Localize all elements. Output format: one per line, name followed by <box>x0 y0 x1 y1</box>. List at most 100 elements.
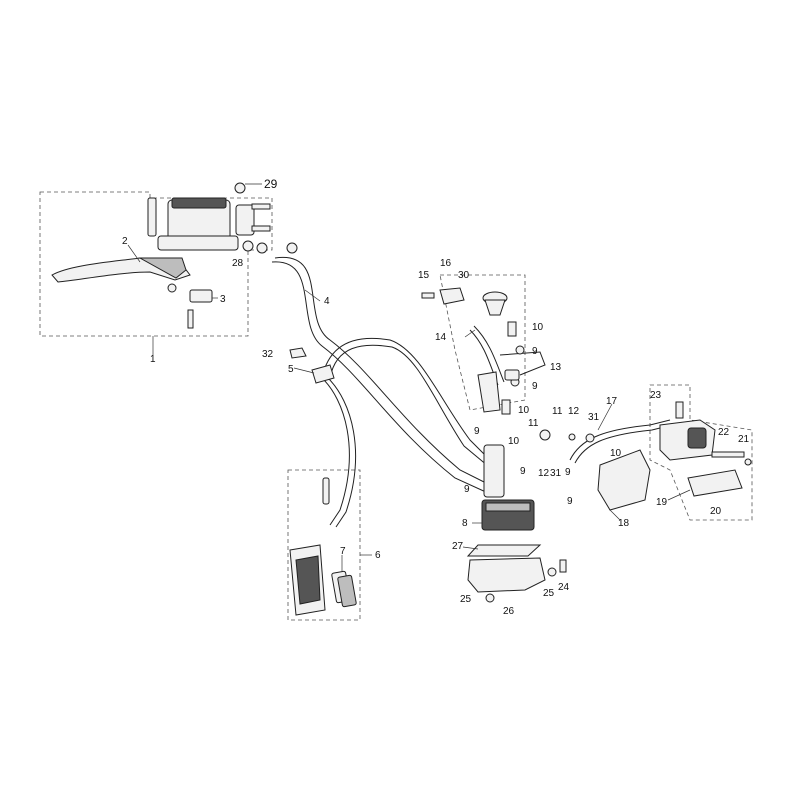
label-13: 13 <box>550 362 562 373</box>
rear-caliper-piston <box>687 427 707 449</box>
rear-reservoir-group-outline <box>439 274 526 411</box>
lever-pivot <box>138 257 187 279</box>
leader-lines <box>127 183 691 572</box>
label-31a: 31 <box>588 412 600 423</box>
label-1: 1 <box>150 354 156 365</box>
front-caliper-group-outline <box>287 469 361 621</box>
label-28: 28 <box>232 258 244 269</box>
label-27: 27 <box>452 541 464 552</box>
label-3: 3 <box>220 294 226 305</box>
label-24: 24 <box>558 582 570 593</box>
banjo-bolt-28 <box>286 242 298 254</box>
bolt-24 <box>559 559 567 573</box>
label-10a: 10 <box>532 322 544 333</box>
label-21: 21 <box>738 434 750 445</box>
gasket-27 <box>466 544 542 557</box>
label-12b: 12 <box>538 468 550 479</box>
pin-22 <box>711 451 745 458</box>
washer-12 <box>568 433 576 441</box>
nut-25-b <box>547 567 557 577</box>
rear-caliper-group-outline <box>649 384 753 521</box>
rear-hose-17 <box>569 419 671 461</box>
label-11b: 11 <box>528 418 539 429</box>
bolt-15 <box>421 292 435 299</box>
front-hose-upper-b <box>271 261 489 494</box>
label-7: 7 <box>340 546 346 557</box>
group-outlines <box>39 191 753 621</box>
bolt-11 <box>539 429 551 441</box>
clamp-block <box>235 204 255 236</box>
brake-pad-20 <box>687 469 743 497</box>
screw-lever <box>187 309 194 329</box>
reservoir-hose-b <box>473 325 505 383</box>
clip-32 <box>289 347 307 359</box>
label-8: 8 <box>462 518 468 529</box>
bracket-26 <box>467 557 546 593</box>
label-17: 17 <box>606 396 618 407</box>
label-30: 30 <box>458 270 470 281</box>
label-26: 26 <box>503 606 515 617</box>
label-2: 2 <box>122 236 128 247</box>
bracket-16 <box>439 287 465 305</box>
front-hose-lower-b <box>329 344 489 467</box>
label-9c: 9 <box>474 426 480 437</box>
clip-21 <box>744 458 752 466</box>
label-25a: 25 <box>460 594 472 605</box>
master-cylinder-cap <box>171 197 227 209</box>
label-15: 15 <box>418 270 430 281</box>
label-10c: 10 <box>508 436 520 447</box>
master-cylinder-group-outline <box>39 191 273 337</box>
label-11a: 11 <box>552 406 563 417</box>
nut-25-a <box>485 593 495 603</box>
clamp-bolt-top <box>251 203 271 210</box>
banjo-5 <box>311 364 335 384</box>
label-31b: 31 <box>550 468 562 479</box>
label-10b: 10 <box>518 405 530 416</box>
label-9b: 9 <box>532 381 538 392</box>
nut-lever <box>167 283 177 293</box>
cap-bolt <box>234 182 246 194</box>
front-caliper-assembly <box>289 347 357 616</box>
rear-hose-17-b <box>574 424 673 464</box>
part-number-labels: 1 2 3 4 5 6 7 8 9 9 9 9 9 9 9 10 10 10 1… <box>122 177 750 617</box>
label-23: 23 <box>650 390 662 401</box>
label-9g: 9 <box>567 496 573 507</box>
abs-fittings <box>483 444 505 498</box>
washer-28-b <box>256 242 268 254</box>
rear-reservoir-assembly <box>421 287 525 415</box>
master-cylinder-assembly <box>51 182 298 329</box>
washer-31 <box>585 433 595 443</box>
front-hose-lower <box>321 337 491 461</box>
label-25b: 25 <box>543 588 555 599</box>
abs-unit-top <box>485 502 531 512</box>
label-10d: 10 <box>610 448 622 459</box>
banjo-bolt-upper <box>147 197 157 237</box>
label-18: 18 <box>618 518 630 529</box>
label-9a: 9 <box>532 346 538 357</box>
label-32: 32 <box>262 349 274 360</box>
bolt-10-b <box>501 399 511 415</box>
label-29: 29 <box>264 177 278 191</box>
label-22: 22 <box>718 427 730 438</box>
label-4: 4 <box>324 296 330 307</box>
rear-caliper-assembly <box>539 401 752 511</box>
fitting-13 <box>504 369 520 381</box>
label-16: 16 <box>440 258 452 269</box>
bleed-valve <box>322 477 330 505</box>
clamp-bolt-bottom <box>251 225 271 232</box>
reservoir-body <box>484 299 506 316</box>
label-12a: 12 <box>568 406 580 417</box>
front-caliper-face <box>295 555 321 605</box>
label-9d: 9 <box>520 466 526 477</box>
label-14: 14 <box>435 332 447 343</box>
caliper-hose-b <box>327 377 357 528</box>
label-19: 19 <box>656 497 668 508</box>
label-6: 6 <box>375 550 381 561</box>
rear-master-cylinder <box>477 371 501 413</box>
label-9f: 9 <box>565 467 571 478</box>
caliper-hose <box>321 377 350 526</box>
master-cylinder-clamp <box>157 235 239 251</box>
abs-unit-assembly <box>466 444 567 603</box>
